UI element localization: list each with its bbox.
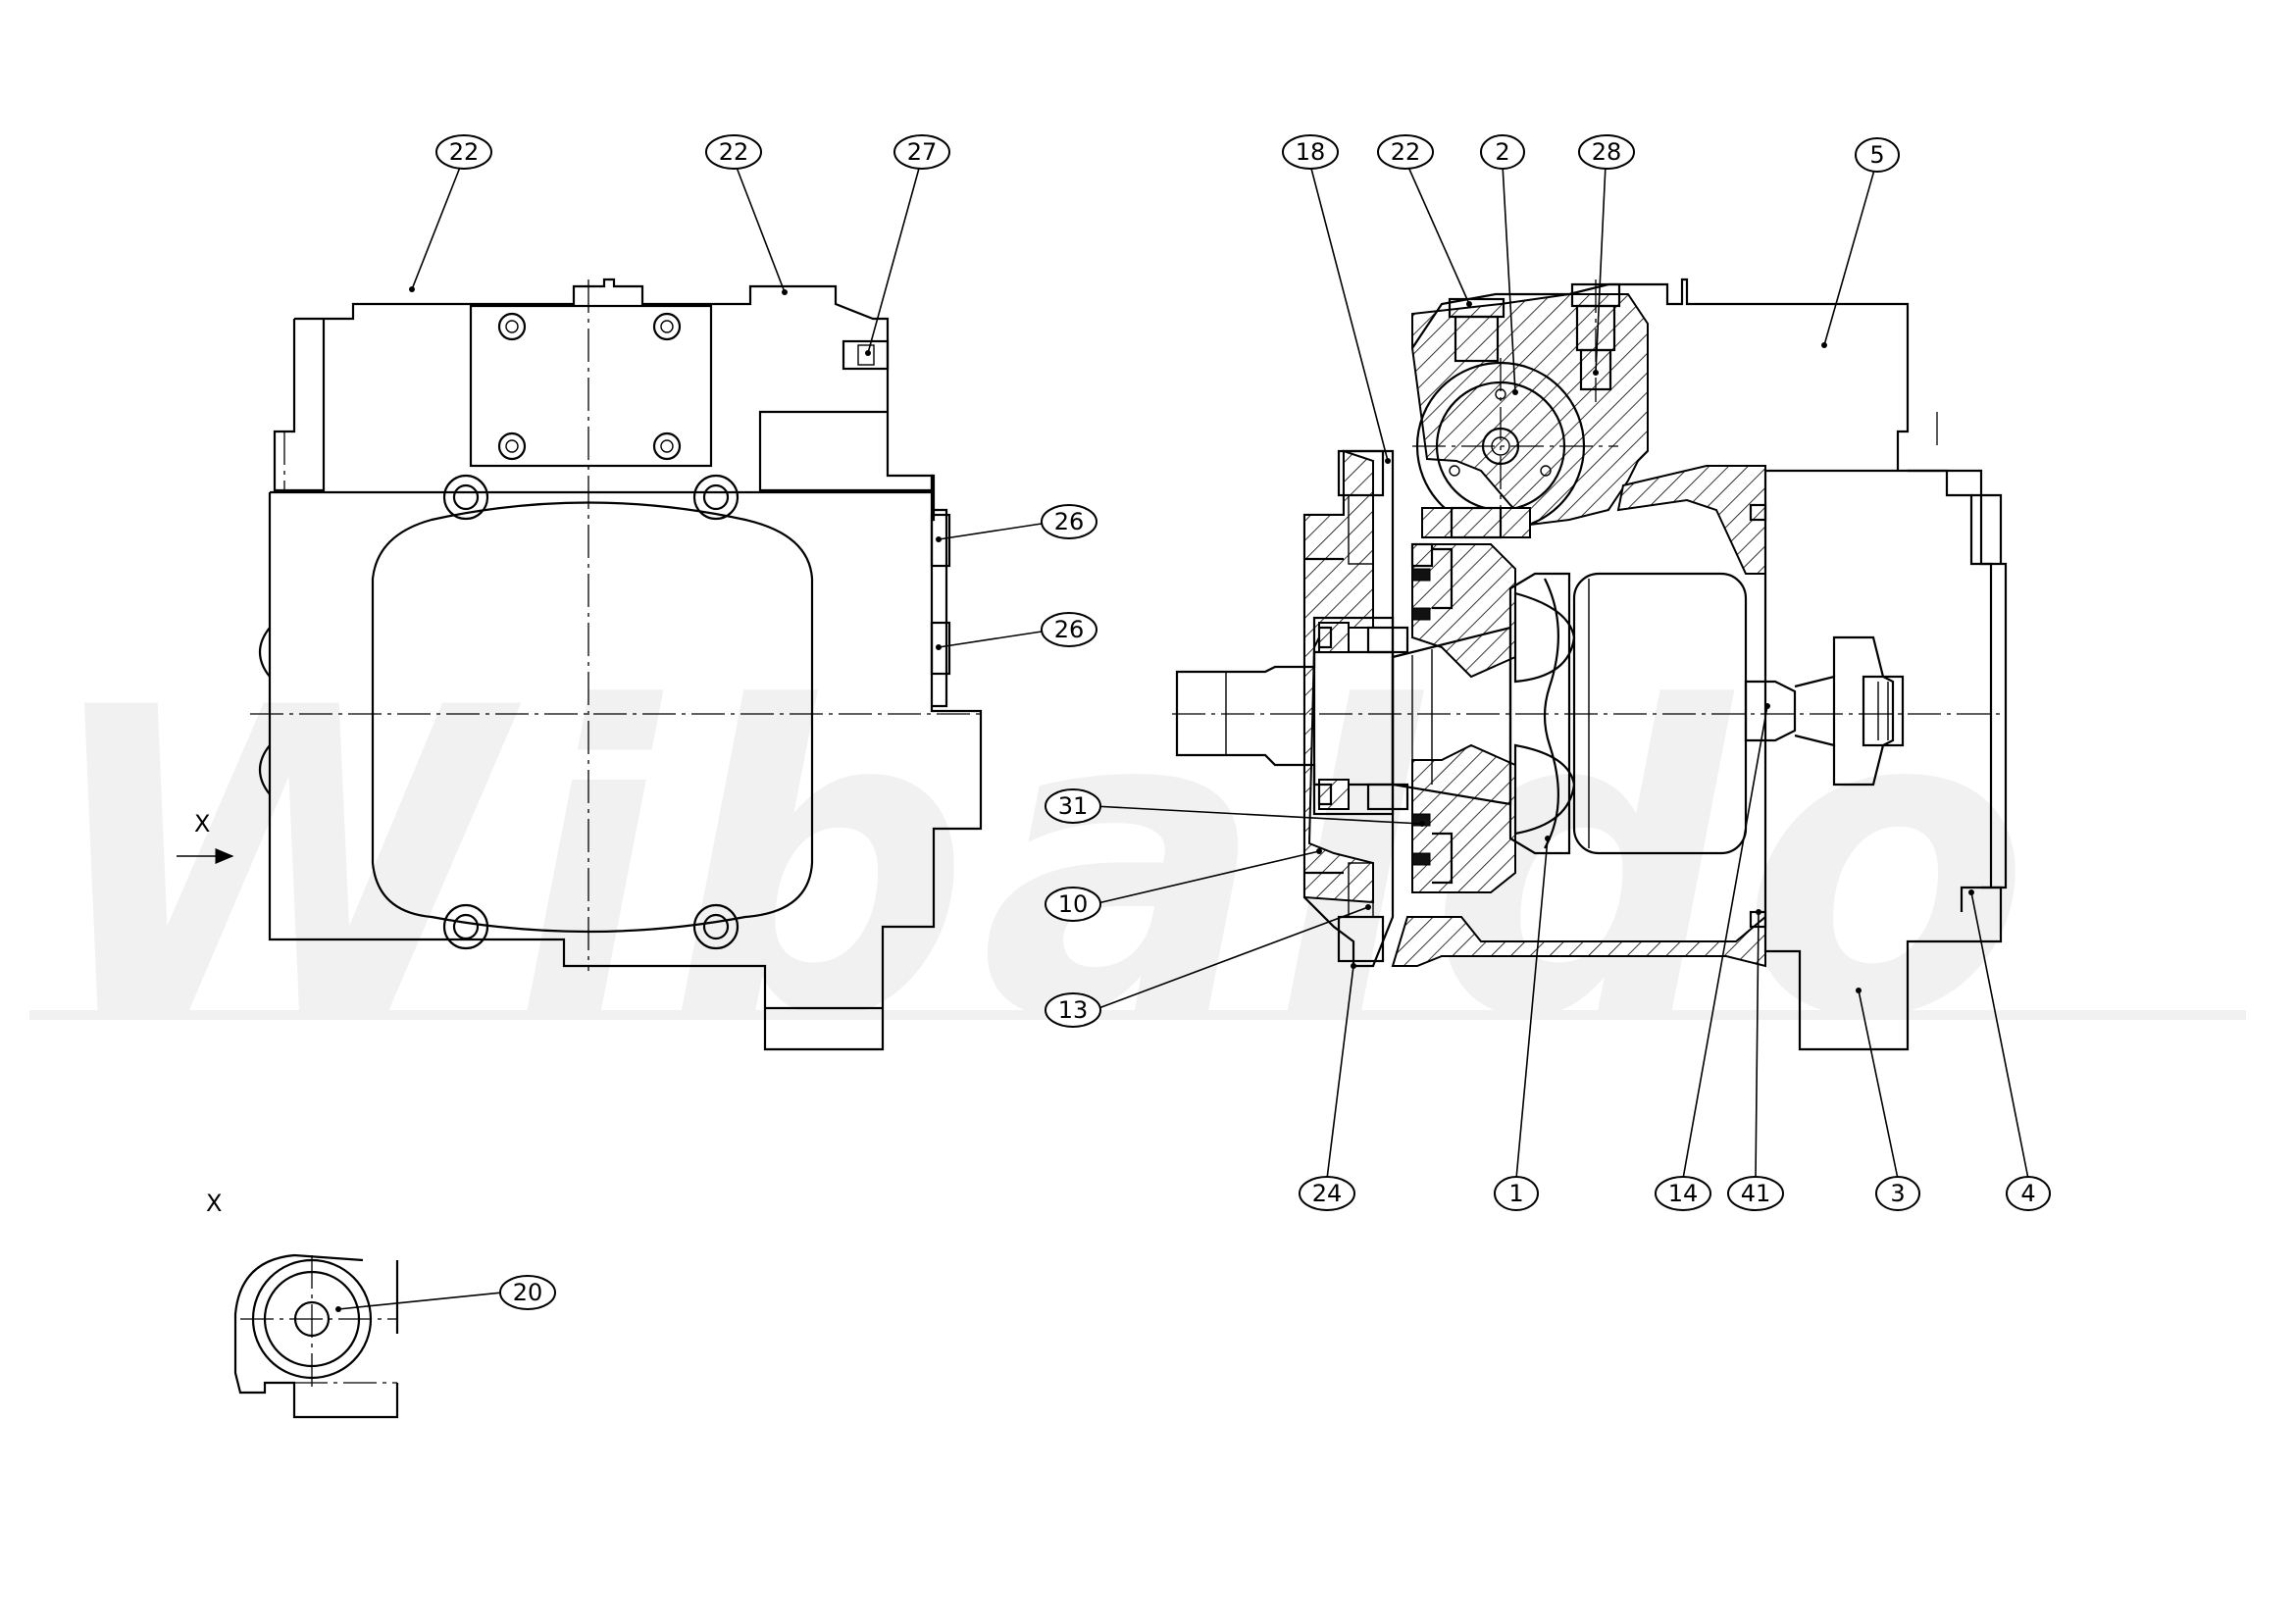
pump-housing-top-right bbox=[1616, 465, 1766, 575]
bolt-head-icon bbox=[497, 431, 527, 461]
detail-label: X bbox=[206, 1190, 222, 1217]
callout-31: 31 bbox=[1045, 788, 1101, 824]
bolt-group-body bbox=[442, 474, 740, 950]
svg-text:3: 3 bbox=[1890, 1180, 1905, 1207]
svg-text:18: 18 bbox=[1296, 138, 1326, 166]
port-26a bbox=[930, 513, 951, 568]
plug-14 bbox=[1744, 680, 1797, 742]
callout-26a: 26 bbox=[1041, 504, 1097, 539]
svg-text:20: 20 bbox=[513, 1279, 543, 1306]
svg-text:22: 22 bbox=[1391, 138, 1421, 166]
svg-text:1: 1 bbox=[1508, 1180, 1523, 1207]
callout-20: 20 bbox=[499, 1275, 556, 1310]
left-valve-plate bbox=[469, 304, 713, 468]
piston-upper bbox=[1513, 591, 1576, 684]
svg-text:24: 24 bbox=[1312, 1180, 1343, 1207]
svg-text:2: 2 bbox=[1495, 138, 1509, 166]
right-section-view bbox=[1172, 278, 2008, 1051]
callout-22c: 22 bbox=[1377, 134, 1434, 170]
svg-text:41: 41 bbox=[1741, 1180, 1771, 1207]
callout-2: 2 bbox=[1480, 134, 1525, 170]
svg-text:10: 10 bbox=[1058, 890, 1089, 918]
svg-text:22: 22 bbox=[719, 138, 749, 166]
callout-22a: 22 bbox=[435, 134, 492, 170]
svg-text:5: 5 bbox=[1869, 141, 1884, 169]
callout-26b: 26 bbox=[1041, 612, 1097, 647]
watermark-underline bbox=[29, 1010, 2246, 1020]
pump-housing-upper bbox=[1411, 293, 1649, 527]
callout-13: 13 bbox=[1045, 992, 1101, 1028]
svg-text:26: 26 bbox=[1054, 616, 1085, 643]
rear-port bbox=[1832, 635, 1895, 787]
detail-outline bbox=[233, 1253, 399, 1419]
svg-text:4: 4 bbox=[2020, 1180, 2035, 1207]
svg-text:28: 28 bbox=[1592, 138, 1622, 166]
callout-1: 1 bbox=[1494, 1176, 1539, 1211]
callouts: 22 22 27 26 26 18 22 2 28 5 31 10 13 24 … bbox=[435, 134, 2051, 1310]
port-26b bbox=[930, 621, 951, 676]
svg-text:13: 13 bbox=[1058, 996, 1089, 1024]
side-boss bbox=[932, 508, 948, 708]
callout-41: 41 bbox=[1727, 1176, 1784, 1211]
callout-22b: 22 bbox=[705, 134, 762, 170]
bolt-head-icon bbox=[652, 312, 682, 341]
callout-18: 18 bbox=[1282, 134, 1339, 170]
callout-3: 3 bbox=[1875, 1176, 1920, 1211]
svg-text:31: 31 bbox=[1058, 792, 1089, 820]
bolt-head-icon bbox=[497, 312, 527, 341]
svg-text:27: 27 bbox=[907, 138, 938, 166]
svg-text:22: 22 bbox=[449, 138, 480, 166]
piston-lower bbox=[1513, 743, 1576, 836]
rear-cover-3 bbox=[1908, 469, 2008, 889]
swashplate-upper bbox=[1411, 543, 1516, 679]
detail-view-x: X bbox=[206, 1190, 399, 1419]
callout-14: 14 bbox=[1655, 1176, 1711, 1211]
stop-block bbox=[1421, 507, 1531, 538]
left-top-housing bbox=[273, 278, 934, 492]
callout-27: 27 bbox=[893, 134, 950, 170]
bolt-head-icon bbox=[652, 431, 682, 461]
watermark-text: Wibaldo bbox=[39, 620, 2040, 1110]
callout-24: 24 bbox=[1299, 1176, 1355, 1211]
callout-4: 4 bbox=[2006, 1176, 2051, 1211]
pump-housing-lower bbox=[1391, 914, 1766, 968]
port-27 bbox=[842, 339, 890, 371]
bolt-group-valve bbox=[497, 312, 682, 461]
retainer bbox=[1508, 572, 1571, 855]
left-view: X bbox=[177, 278, 983, 1051]
left-cover bbox=[371, 501, 814, 934]
left-lugs bbox=[258, 627, 271, 795]
view-arrow-label: X bbox=[194, 810, 210, 837]
callout-10: 10 bbox=[1045, 887, 1101, 922]
svg-text:14: 14 bbox=[1668, 1180, 1699, 1207]
svg-text:26: 26 bbox=[1054, 508, 1085, 535]
callout-5: 5 bbox=[1855, 137, 1900, 173]
callout-leaders bbox=[335, 164, 2029, 1312]
left-main-body bbox=[268, 474, 983, 1051]
callout-28: 28 bbox=[1578, 134, 1635, 170]
